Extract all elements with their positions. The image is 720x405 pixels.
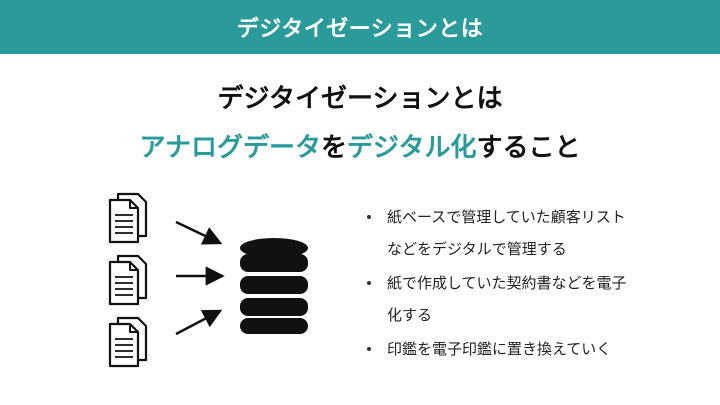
arrow-icon	[175, 220, 223, 245]
subtitle-digitalization: デジタル化	[347, 133, 477, 163]
bullet-list: 紙ベースで管理していた顧客リスト などをデジタルで管理する 紙で作成していた契約…	[365, 201, 695, 367]
subtitle-particle-wo: を	[320, 133, 347, 163]
subtitle-analog-data: アナログデータ	[139, 133, 321, 163]
bullet-text-line: 紙で作成していた契約書などを電子	[387, 274, 627, 292]
database-icon	[240, 238, 308, 334]
bullet-dot	[367, 281, 371, 285]
bullet-text-line: 化する	[387, 306, 433, 324]
arrow-icon	[175, 309, 223, 336]
bullet-text-line: 印鑑を電子印鑑に置き換えていく	[387, 340, 612, 358]
page-title: デジタイゼーションとは	[217, 84, 503, 114]
document-icon	[108, 316, 148, 368]
header-bar: デジタイゼーションとは	[0, 0, 720, 54]
page-subtitle: アナログデータをデジタル化すること	[0, 127, 720, 164]
digitization-diagram	[108, 192, 308, 368]
document-icon	[108, 254, 148, 306]
bullet-dot	[367, 347, 371, 351]
bullet-item: 紙ベースで管理していた顧客リスト などをデジタルで管理する	[365, 201, 695, 265]
subtitle-suru-koto: すること	[476, 133, 581, 163]
bullet-item: 紙で作成していた契約書などを電子 化する	[365, 267, 695, 331]
header-title: デジタイゼーションとは	[236, 17, 484, 42]
document-icon	[108, 192, 148, 244]
bullet-item: 印鑑を電子印鑑に置き換えていく	[365, 333, 695, 365]
bullet-text-line: 紙ベースで管理していた顧客リスト	[387, 208, 626, 226]
bullet-dot	[367, 215, 371, 219]
bullet-text-line: などをデジタルで管理する	[387, 240, 567, 258]
